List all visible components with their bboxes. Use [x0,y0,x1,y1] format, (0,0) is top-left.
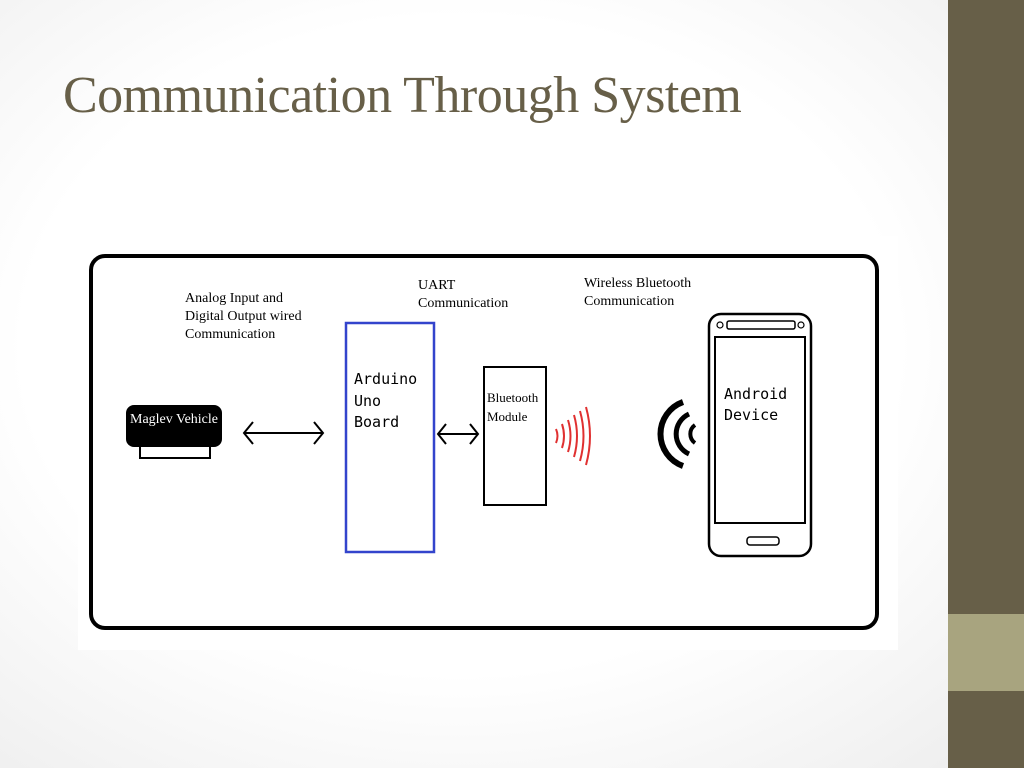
wireless-label-line1: Wireless Bluetooth [584,276,691,291]
maglev-vehicle-node: Maglev Vehicle [126,405,222,459]
android-device-node: Android Device [707,312,813,558]
wired-double-arrow [242,421,325,445]
arduino-label-line3: Board [354,413,399,431]
phone-screen [714,336,806,524]
android-label-line2: Device [724,406,778,424]
arduino-board-box [344,321,436,554]
wired-label-line3: Communication [185,327,275,342]
diagram-frame [89,254,879,630]
phone-camera-right [797,321,805,329]
slide-title: Communication Through System [63,67,742,124]
bluetooth-label-line1: Bluetooth [487,390,539,405]
phone-speaker [726,320,796,330]
system-diagram: Analog Input and Digital Output wired Co… [89,254,879,630]
bluetooth-label-line2: Module [487,409,528,424]
arduino-label-line2: Uno [354,392,381,410]
uart-double-arrow [436,423,480,445]
outgoing-signal-icon [555,406,591,466]
arduino-board-node: Arduino Uno Board [344,321,436,554]
android-label-line1: Android [724,385,787,403]
uart-label-line1: UART [418,278,456,293]
maglev-vehicle-body [126,405,222,447]
wired-label-line1: Analog Input and [185,291,283,306]
bluetooth-module-box [483,366,547,506]
wired-label-line2: Digital Output wired [185,309,302,324]
maglev-vehicle-label: Maglev Vehicle [130,412,218,427]
wireless-label-line2: Communication [584,294,674,309]
phone-home-button [746,536,780,546]
phone-camera-left [716,321,724,329]
uart-label-line2: Communication [418,296,508,311]
bluetooth-module-node: Bluetooth Module [483,366,547,506]
arduino-label-line1: Arduino [354,370,417,388]
sidebar-accent [948,614,1024,691]
incoming-signal-icon [657,399,697,469]
